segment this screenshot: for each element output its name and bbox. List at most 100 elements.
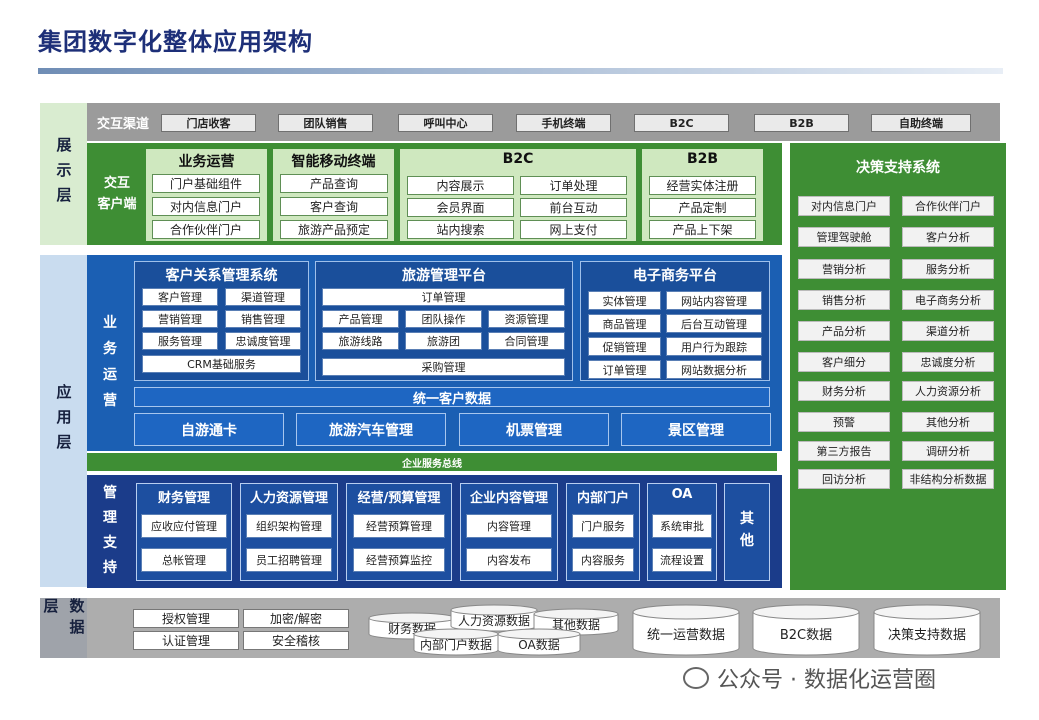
client-cell: 对内信息门户 [152,197,260,216]
ecom-cell: 商品管理 [588,314,661,333]
travel-cell: 订单管理 [322,288,565,306]
database-icon [450,604,538,632]
mgmt-title: OA [671,487,693,502]
management-label-char: 管 [103,485,117,501]
channel-chip: 手机终端 [516,114,611,132]
database-label: 其他数据 [551,618,600,632]
decision-cell: 合作伙伴门户 [902,196,994,216]
client-cell: 网上支付 [520,220,627,239]
biz-ops-title: 业务运营 [178,154,235,170]
client-cell: 经营实体注册 [649,176,756,195]
database-cylinder: 统一运营数据 [632,604,740,656]
layer-label-app: 应用层 [40,255,87,587]
security-cell: 加密/解密 [243,609,349,628]
decision-cell: 销售分析 [798,290,890,310]
client-cell: 产品查询 [280,174,388,193]
business-label-char: 运 [103,367,117,383]
crm-title: 客户关系管理系统 [165,268,278,284]
channel-chip: 团队销售 [278,114,373,132]
crm-cell: 服务管理 [142,332,218,350]
page-title: 集团数字化整体应用架构 [38,28,313,56]
client-cell: 客户查询 [280,197,388,216]
layer-label-app-text: 应用层 [54,383,73,459]
crm-cell: 忠诚度管理 [225,332,301,350]
client-cell: 会员界面 [407,198,514,217]
crm-cell: 客户管理 [142,288,218,306]
client-cell: 门户基础组件 [152,174,260,193]
crm-cell: 营销管理 [142,310,218,328]
mgmt-title: 内部门户 [576,491,629,506]
database-label: B2C数据 [779,628,833,643]
business-box: 自游通卡 [134,413,284,446]
layer-label-data-text: 数据层 [41,598,86,640]
decision-cell: 第三方报告 [798,441,890,461]
database-label: 统一运营数据 [646,628,725,643]
decision-cell: 非结构分析数据 [902,469,994,489]
ecom-cell: 用户行为跟踪 [666,337,762,356]
travel-cell: 采购管理 [322,358,565,376]
channel-chip: B2C [634,114,729,132]
mgmt-other-char: 其 [740,511,754,527]
channel-chip: B2B [754,114,849,132]
b2b-title: B2B [686,151,719,167]
client-cell: 内容展示 [407,176,514,195]
layer-label-show-text: 展示层 [54,136,73,212]
travel-cell: 旅游团 [405,332,482,350]
business-label-char: 务 [103,341,117,357]
title-divider [38,68,1003,74]
mgmt-other-label: 其 他 [724,508,770,552]
travel-cell: 产品管理 [322,310,399,328]
decision-cell: 管理驾驶舱 [798,227,890,247]
travel-cell: 合同管理 [488,332,565,350]
channel-chip: 门店收客 [161,114,256,132]
business-label-char: 营 [103,393,117,409]
client-cell: 合作伙伴门户 [152,220,260,239]
crm-cell: 渠道管理 [225,288,301,306]
crm-base-cell: CRM基础服务 [142,355,301,373]
mgmt-cell: 经营预算管理 [353,514,445,538]
business-box: 景区管理 [621,413,771,446]
database-icon [632,604,740,656]
mgmt-title: 人力资源管理 [249,491,328,506]
wechat-icon [683,667,709,689]
decision-cell: 其他分析 [902,412,994,432]
client-label-a: 交互 [103,176,130,191]
mgmt-title: 经营/预算管理 [357,491,441,506]
ecom-cell: 促销管理 [588,337,661,356]
decision-cell: 对内信息门户 [798,196,890,216]
b2c-title: B2C [502,151,534,167]
crm-cell: 销售管理 [225,310,301,328]
channel-chip: 呼叫中心 [398,114,493,132]
channel-chip: 自助终端 [871,114,971,132]
database-cylinder: OA数据 [497,628,581,656]
mgmt-cell: 员工招聘管理 [246,548,332,572]
mgmt-cell: 内容管理 [466,514,552,538]
decision-cell: 服务分析 [902,259,994,279]
mgmt-cell: 总帐管理 [141,548,227,572]
mgmt-title: 财务管理 [157,491,210,506]
decision-cell: 营销分析 [798,259,890,279]
channel-label: 交互渠道 [97,117,150,132]
database-icon [873,604,981,656]
database-label: 决策支持数据 [887,628,966,643]
decision-cell: 预警 [798,412,890,432]
travel-cell: 旅游线路 [322,332,399,350]
decision-cell: 客户细分 [798,352,890,372]
management-label-char: 理 [103,510,117,526]
travel-cell: 资源管理 [488,310,565,328]
mobile-title: 智能移动终端 [291,154,376,170]
mgmt-other-section [724,483,770,581]
decision-cell: 忠诚度分析 [902,352,994,372]
mgmt-cell: 经营预算监控 [353,548,445,572]
decision-title: 决策支持系统 [856,160,940,176]
client-cell: 订单处理 [520,176,627,195]
security-cell: 授权管理 [133,609,239,628]
decision-cell: 调研分析 [902,441,994,461]
database-cylinder: 人力资源数据 [450,604,538,632]
database-icon [413,628,499,656]
database-cylinder: 内部门户数据 [413,628,499,656]
client-cell: 产品上下架 [649,220,756,239]
client-cell: 旅游产品预定 [280,220,388,239]
service-bus: 企业服务总线 [87,453,777,471]
business-label-char: 业 [103,315,117,331]
